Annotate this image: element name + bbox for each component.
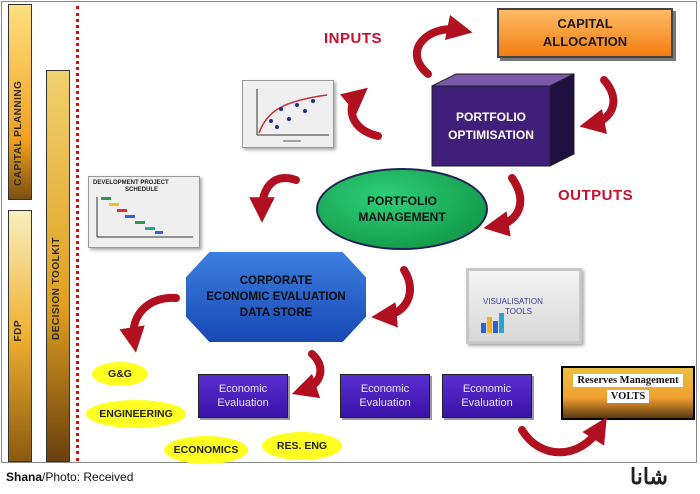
visualisation-title-line1: VISUALISATION bbox=[483, 297, 543, 306]
arrow-to-outputs bbox=[483, 174, 525, 237]
photo-credit: Shana/Photo: Received bbox=[6, 470, 133, 484]
corporate-store-line1: CORPORATE bbox=[239, 275, 313, 287]
capital-allocation-line2: ALLOCATION bbox=[542, 34, 628, 49]
corporate-store-line2: ECONOMIC EVALUATION bbox=[206, 291, 346, 303]
cube-shape bbox=[431, 73, 575, 167]
schedule-title-line1: DEVELOPMENT PROJECT bbox=[93, 180, 169, 186]
portfolio-management-ellipse: PORTFOLIO MANAGEMENT bbox=[316, 168, 488, 250]
capital-planning-bar bbox=[8, 4, 32, 200]
economic-evaluation-box-2: Economic Evaluation bbox=[340, 374, 430, 418]
arrow-store-to-evaluations bbox=[291, 350, 325, 399]
capital-allocation-line1: CAPITAL bbox=[557, 16, 613, 31]
portfolio-optimisation-cube: PORTFOLIO OPTIMISATION bbox=[431, 73, 575, 168]
credit-text: /Photo: Received bbox=[42, 470, 134, 484]
arrow-store-to-disciplines bbox=[119, 293, 180, 353]
scatter-plot-graphic bbox=[256, 89, 329, 142]
portfolio-management-line2: MANAGEMENT bbox=[358, 210, 446, 224]
discipline-res-eng: RES. ENG bbox=[262, 432, 342, 460]
portfolio-optimisation-line2: OPTIMISATION bbox=[448, 128, 534, 142]
visualisation-bars-graphic bbox=[481, 313, 504, 333]
reserves-line2: VOLTS bbox=[606, 390, 650, 403]
schedule-thumbnail: DEVELOPMENT PROJECT SCHEDULE bbox=[88, 176, 200, 248]
discipline-economics: ECONOMICS bbox=[164, 436, 248, 464]
arrow-cube-to-thumb bbox=[339, 87, 382, 140]
arrow-to-schedule bbox=[249, 174, 300, 223]
economic-evaluation-box-1: Economic Evaluation bbox=[198, 374, 288, 418]
arrow-capital-to-cube bbox=[579, 76, 618, 135]
inputs-label: INPUTS bbox=[324, 30, 383, 47]
schedule-graphic bbox=[96, 197, 193, 238]
evaluation-2-line1: Economic bbox=[360, 383, 410, 395]
discipline-engineering: ENGINEERING bbox=[86, 400, 186, 428]
separator-dotted-line bbox=[76, 6, 79, 461]
corporate-store-line3: DATA STORE bbox=[239, 307, 313, 319]
economic-evaluation-box-3: Economic Evaluation bbox=[442, 374, 532, 418]
scatter-plot-thumbnail bbox=[242, 80, 334, 148]
evaluation-1-line1: Economic bbox=[218, 383, 268, 395]
schedule-title-line2: SCHEDULE bbox=[125, 187, 159, 193]
capital-allocation-box: CAPITAL ALLOCATION bbox=[497, 8, 673, 58]
portfolio-management-line1: PORTFOLIO bbox=[366, 194, 437, 208]
discipline-gg: G&G bbox=[92, 362, 148, 386]
diagram-border bbox=[1, 1, 697, 463]
evaluation-3-line2: Evaluation bbox=[461, 397, 513, 409]
shana-logo: شانا bbox=[630, 464, 668, 489]
visualisation-tools-thumbnail: VISUALISATION TOOLS bbox=[466, 268, 582, 344]
portfolio-optimisation-line1: PORTFOLIO bbox=[456, 110, 526, 124]
reserves-line1: Reserves Management bbox=[573, 374, 683, 387]
arrow-to-reserves bbox=[518, 417, 607, 457]
credit-source: Shana bbox=[6, 470, 43, 484]
outputs-label: OUTPUTS bbox=[558, 187, 634, 204]
corporate-data-store-octagon: CORPORATE ECONOMIC EVALUATION DATA STORE bbox=[186, 252, 366, 342]
visualisation-title-line2: TOOLS bbox=[505, 307, 532, 316]
arrow-inputs-to-capital bbox=[412, 14, 473, 78]
evaluation-2-line2: Evaluation bbox=[359, 397, 411, 409]
arrow-pm-to-store bbox=[371, 266, 414, 328]
reserves-management-box: Reserves Management VOLTS bbox=[561, 366, 695, 420]
evaluation-3-line1: Economic bbox=[462, 383, 512, 395]
portfolio-optimisation-text: PORTFOLIO OPTIMISATION bbox=[432, 86, 550, 166]
fdp-bar bbox=[8, 210, 32, 462]
decision-toolkit-bar bbox=[46, 70, 70, 462]
evaluation-1-line2: Evaluation bbox=[217, 397, 269, 409]
